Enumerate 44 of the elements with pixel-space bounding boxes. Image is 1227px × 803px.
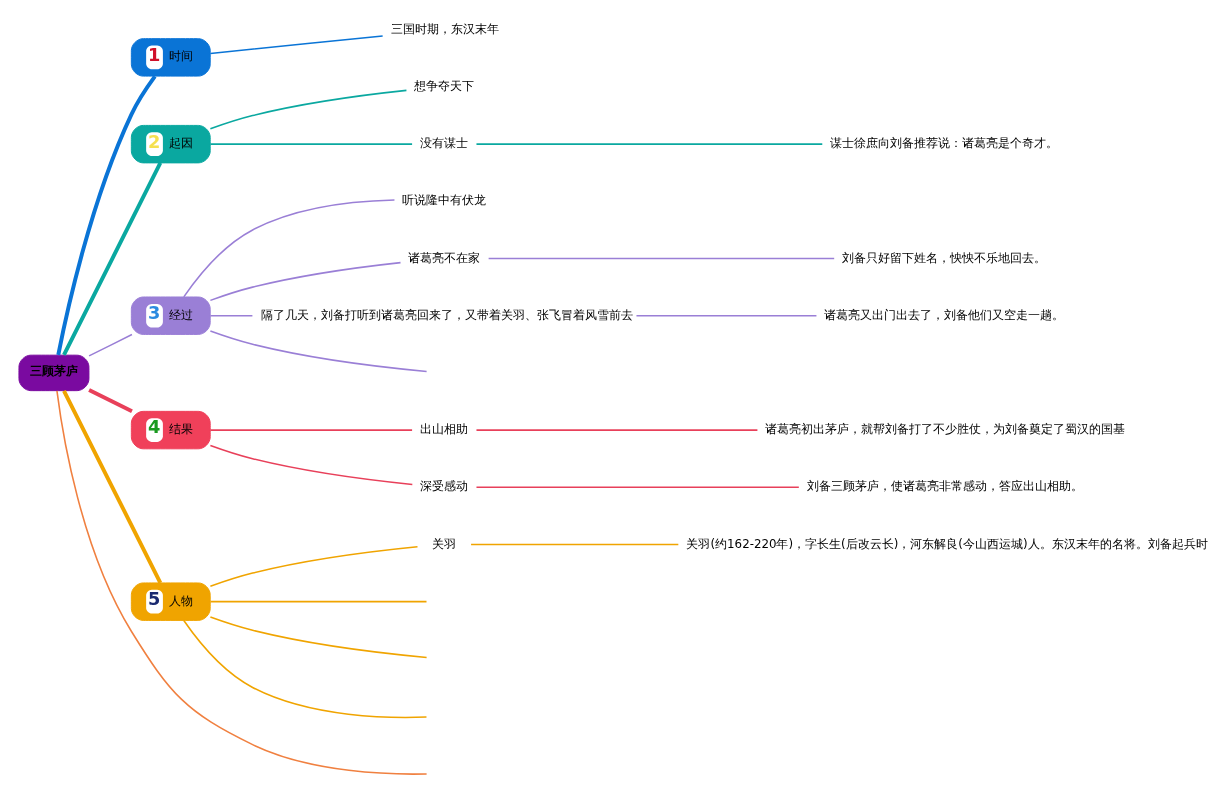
node-box: 2 起因	[130, 124, 211, 164]
connector	[487, 257, 835, 260]
node-text: 听说隆中有伏龙	[402, 193, 487, 208]
connector	[56, 390, 428, 775]
node-text: 谋士徐庶向刘备推荐说：诸葛亮是个奇才。	[830, 136, 1059, 151]
connector	[475, 429, 759, 431]
node-box: 5 人物	[130, 582, 211, 621]
connector	[209, 616, 428, 659]
connector	[209, 261, 402, 302]
node-text: 诸葛亮不在家	[408, 250, 481, 265]
connector	[209, 35, 384, 55]
connector	[475, 143, 824, 145]
node-text: 关羽	[432, 536, 457, 551]
connector	[635, 314, 818, 317]
node-text: 关羽(约162-220年)，字长生(后改云长)，河东解良(今山西运城)人。东汉末年的名将。刘备起兵时	[686, 536, 1208, 551]
node-box: 三顾茅庐	[18, 354, 90, 392]
node-box: 3 经过	[130, 296, 211, 335]
node-text: 出山相助	[420, 422, 469, 437]
node-box: 4 结果	[130, 410, 211, 450]
connector	[209, 600, 428, 603]
node-text: 想争夺天下	[414, 79, 475, 94]
connector	[209, 546, 419, 588]
connector	[209, 330, 428, 373]
connector	[209, 314, 254, 317]
node-box: 1 时间	[130, 38, 211, 77]
node-text: 诸葛亮又出门出去了，刘备他们又空走一趟。	[824, 307, 1065, 322]
connector	[88, 388, 133, 413]
connector	[209, 444, 414, 486]
node-text: 隔了几天，刘备打听到诸葛亮回来了，又带着关羽、张飞冒着风雪前去	[260, 307, 633, 322]
connector	[209, 143, 413, 145]
connector	[183, 619, 428, 719]
connector	[470, 543, 680, 546]
node-text: 深受感动	[420, 479, 469, 494]
connector	[183, 199, 396, 298]
node-text: 没有谋士	[420, 136, 469, 151]
connector	[209, 429, 413, 431]
connector	[475, 486, 800, 489]
node-text: 诸葛亮初出茅庐，就帮刘备打了不少胜仗，为刘备奠定了蜀汉的国基	[765, 422, 1126, 437]
node-text: 刘备只好留下姓名，怏怏不乐地回去。	[842, 250, 1047, 265]
node-text: 刘备三顾茅庐，使诸葛亮非常感动，答应出山相助。	[806, 479, 1083, 494]
node-text: 三国时期，东汉末年	[390, 21, 499, 36]
connector	[209, 89, 408, 130]
connector	[88, 333, 133, 357]
connector	[56, 75, 157, 356]
